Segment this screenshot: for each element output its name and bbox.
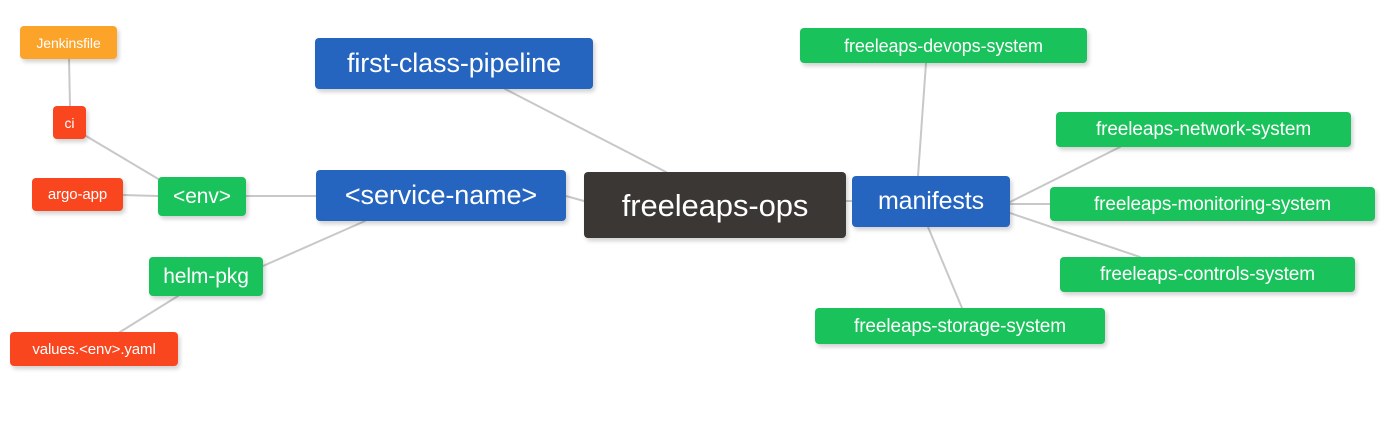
node-values-yaml[interactable]: values.<env>.yaml <box>10 332 178 366</box>
node-argo-app[interactable]: argo-app <box>32 178 123 211</box>
node-freeleaps-ops[interactable]: freeleaps-ops <box>584 172 846 238</box>
edge-manifests-to-devops <box>917 62 927 177</box>
node-controls[interactable]: freeleaps-controls-system <box>1060 257 1355 292</box>
node-jenkinsfile[interactable]: Jenkinsfile <box>20 26 117 59</box>
node-pipeline[interactable]: first-class-pipeline <box>315 38 593 89</box>
node-helm-pkg[interactable]: helm-pkg <box>149 257 263 296</box>
edge-helm-pkg-to-service-name <box>262 220 366 267</box>
edge-values-yaml-to-helm-pkg <box>119 295 179 333</box>
node-devops[interactable]: freeleaps-devops-system <box>800 28 1087 63</box>
node-monitoring[interactable]: freeleaps-monitoring-system <box>1050 187 1375 221</box>
node-network[interactable]: freeleaps-network-system <box>1056 112 1351 147</box>
node-env[interactable]: <env> <box>158 177 246 216</box>
node-ci[interactable]: ci <box>53 106 86 139</box>
edge-argo-app-to-env <box>122 194 159 197</box>
node-storage[interactable]: freeleaps-storage-system <box>815 308 1105 344</box>
edge-manifests-to-storage <box>927 226 963 309</box>
node-service-name[interactable]: <service-name> <box>316 170 566 221</box>
edge-pipeline-to-freeleaps-ops <box>504 88 667 173</box>
edge-jenkinsfile-to-ci <box>68 58 71 107</box>
edge-service-name-to-freeleaps-ops <box>565 195 585 202</box>
edge-ci-to-env <box>85 135 161 181</box>
node-manifests[interactable]: manifests <box>852 176 1010 227</box>
